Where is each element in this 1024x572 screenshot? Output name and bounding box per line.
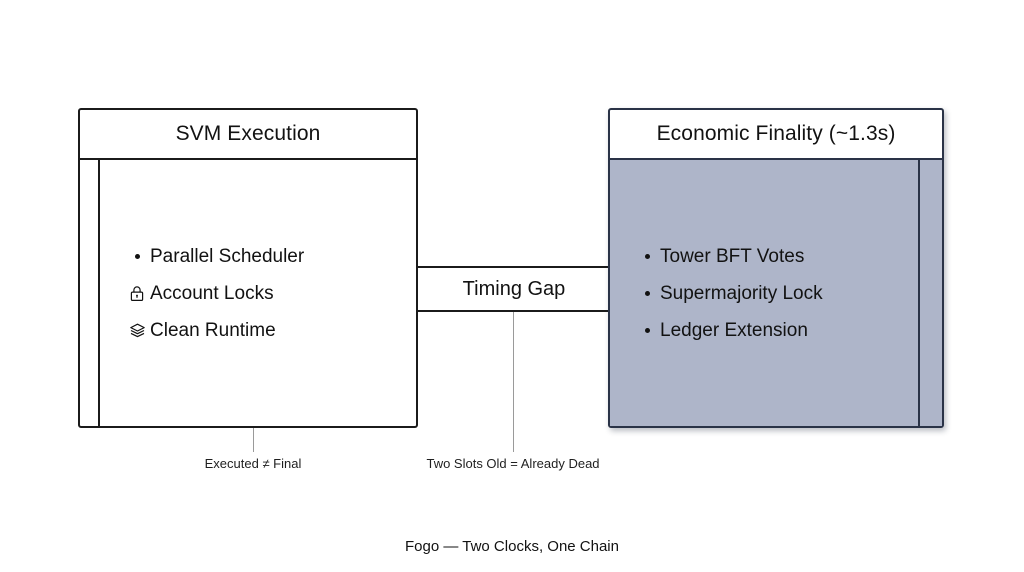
- list-item-label: Clean Runtime: [150, 319, 276, 341]
- list-item-label: Supermajority Lock: [660, 282, 823, 304]
- bullet-dot-icon: [634, 254, 660, 259]
- leader-line-timing-caption: [513, 311, 514, 452]
- bullet-dot-icon: [634, 291, 660, 296]
- bullet-dot-icon: [634, 328, 660, 333]
- caption-two-slots-old: Two Slots Old = Already Dead: [426, 456, 600, 471]
- list-item-label: Account Locks: [150, 282, 274, 304]
- economic-finality-feature-list: Tower BFT Votes Supermajority Lock Ledge…: [610, 238, 918, 349]
- timing-gap-label: Timing Gap: [416, 268, 612, 310]
- panel-svm-execution-body: Parallel Scheduler Account Locks: [98, 160, 416, 426]
- svm-execution-feature-list: Parallel Scheduler Account Locks: [100, 238, 416, 349]
- panel-economic-finality: Economic Finality (~1.3s) Tower BFT Vote…: [608, 108, 944, 428]
- caption-executed-not-final: Executed ≠ Final: [204, 456, 302, 471]
- lock-icon: [124, 285, 150, 302]
- bullet-dot-icon: [124, 254, 150, 259]
- diagram-footer-title: Fogo — Two Clocks, One Chain: [405, 538, 619, 555]
- list-item: Clean Runtime: [124, 312, 416, 349]
- panel-svm-execution: SVM Execution Parallel Scheduler: [78, 108, 418, 428]
- list-item: Parallel Scheduler: [124, 238, 416, 275]
- layers-icon: [124, 322, 150, 339]
- panel-economic-finality-title: Economic Finality (~1.3s): [656, 122, 896, 145]
- panel-svm-execution-title: SVM Execution: [175, 122, 321, 145]
- list-item: Supermajority Lock: [634, 275, 918, 312]
- list-item-label: Ledger Extension: [660, 319, 808, 341]
- list-item-label: Parallel Scheduler: [150, 245, 305, 267]
- list-item: Tower BFT Votes: [634, 238, 918, 275]
- leader-line-execution-caption: [253, 428, 254, 452]
- list-item-label: Tower BFT Votes: [660, 245, 805, 267]
- panel-economic-finality-edge-strip: [920, 160, 942, 426]
- connector-line-top: [416, 266, 612, 268]
- panel-economic-finality-header: Economic Finality (~1.3s): [610, 110, 942, 160]
- connector-line-bottom: [416, 310, 612, 312]
- panel-economic-finality-body: Tower BFT Votes Supermajority Lock Ledge…: [610, 160, 920, 426]
- list-item: Ledger Extension: [634, 312, 918, 349]
- list-item: Account Locks: [124, 275, 416, 312]
- panel-svm-execution-header: SVM Execution: [80, 110, 416, 160]
